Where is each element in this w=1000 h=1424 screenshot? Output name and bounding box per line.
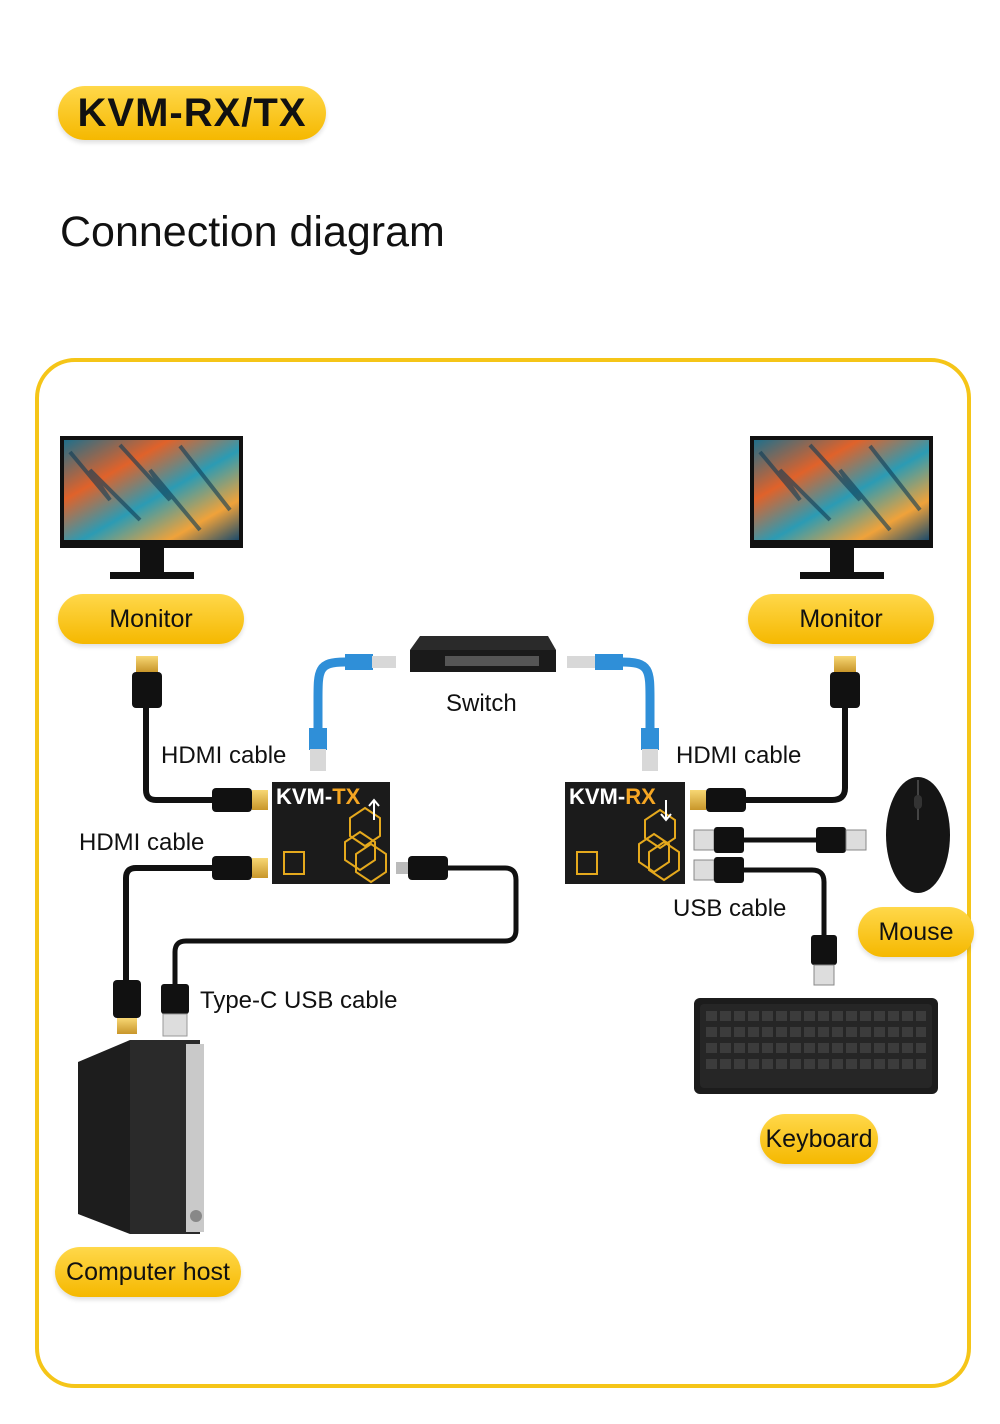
monitor-left-icon <box>60 436 243 579</box>
computer-host-label: Computer host <box>55 1247 241 1297</box>
hdmi-cable-tx-bottom-label: HDMI cable <box>79 829 205 856</box>
page-title: Connection diagram <box>60 208 445 256</box>
usb-cable-label: USB cable <box>673 895 787 922</box>
diagram-frame <box>35 358 971 1388</box>
ethernet-cable-rx <box>567 654 659 771</box>
mouse-icon <box>886 777 950 893</box>
monitor-right-icon <box>750 436 933 579</box>
switch-label: Switch <box>446 690 517 717</box>
kvm-tx-prefix: KVM- <box>276 784 333 809</box>
type-c-cable <box>161 856 519 1037</box>
ethernet-cable-tx <box>309 654 396 771</box>
monitor-left-label: Monitor <box>58 594 244 644</box>
hdmi-cable-rx-label: HDMI cable <box>676 742 802 769</box>
type-c-cable-label: Type-C USB cable <box>200 987 398 1014</box>
hdmi-cable-left-bottom <box>113 856 268 1034</box>
usb-cable-keyboard <box>693 857 837 986</box>
kvm-rx-device <box>565 782 685 884</box>
usb-cable-mouse <box>693 827 867 853</box>
monitor-right-label: Monitor <box>748 594 934 644</box>
switch-icon <box>410 636 556 672</box>
hdmi-cable-left-top <box>132 656 268 812</box>
kvm-rx-suffix: RX <box>625 784 656 809</box>
computer-tower-icon <box>78 1040 204 1234</box>
kvm-tx-label: KVM-TX <box>276 784 360 810</box>
hdmi-cable-tx-top-label: HDMI cable <box>161 742 287 769</box>
kvm-rx-prefix: KVM- <box>569 784 626 809</box>
keyboard-label: Keyboard <box>760 1114 878 1164</box>
product-badge: KVM-RX/TX <box>58 86 326 140</box>
kvm-tx-device <box>272 782 390 884</box>
kvm-tx-suffix: TX <box>332 784 361 809</box>
kvm-rx-label: KVM-RX <box>569 784 656 810</box>
keyboard-icon <box>694 998 938 1094</box>
mouse-label: Mouse <box>858 907 974 957</box>
hdmi-cable-right <box>690 656 860 812</box>
